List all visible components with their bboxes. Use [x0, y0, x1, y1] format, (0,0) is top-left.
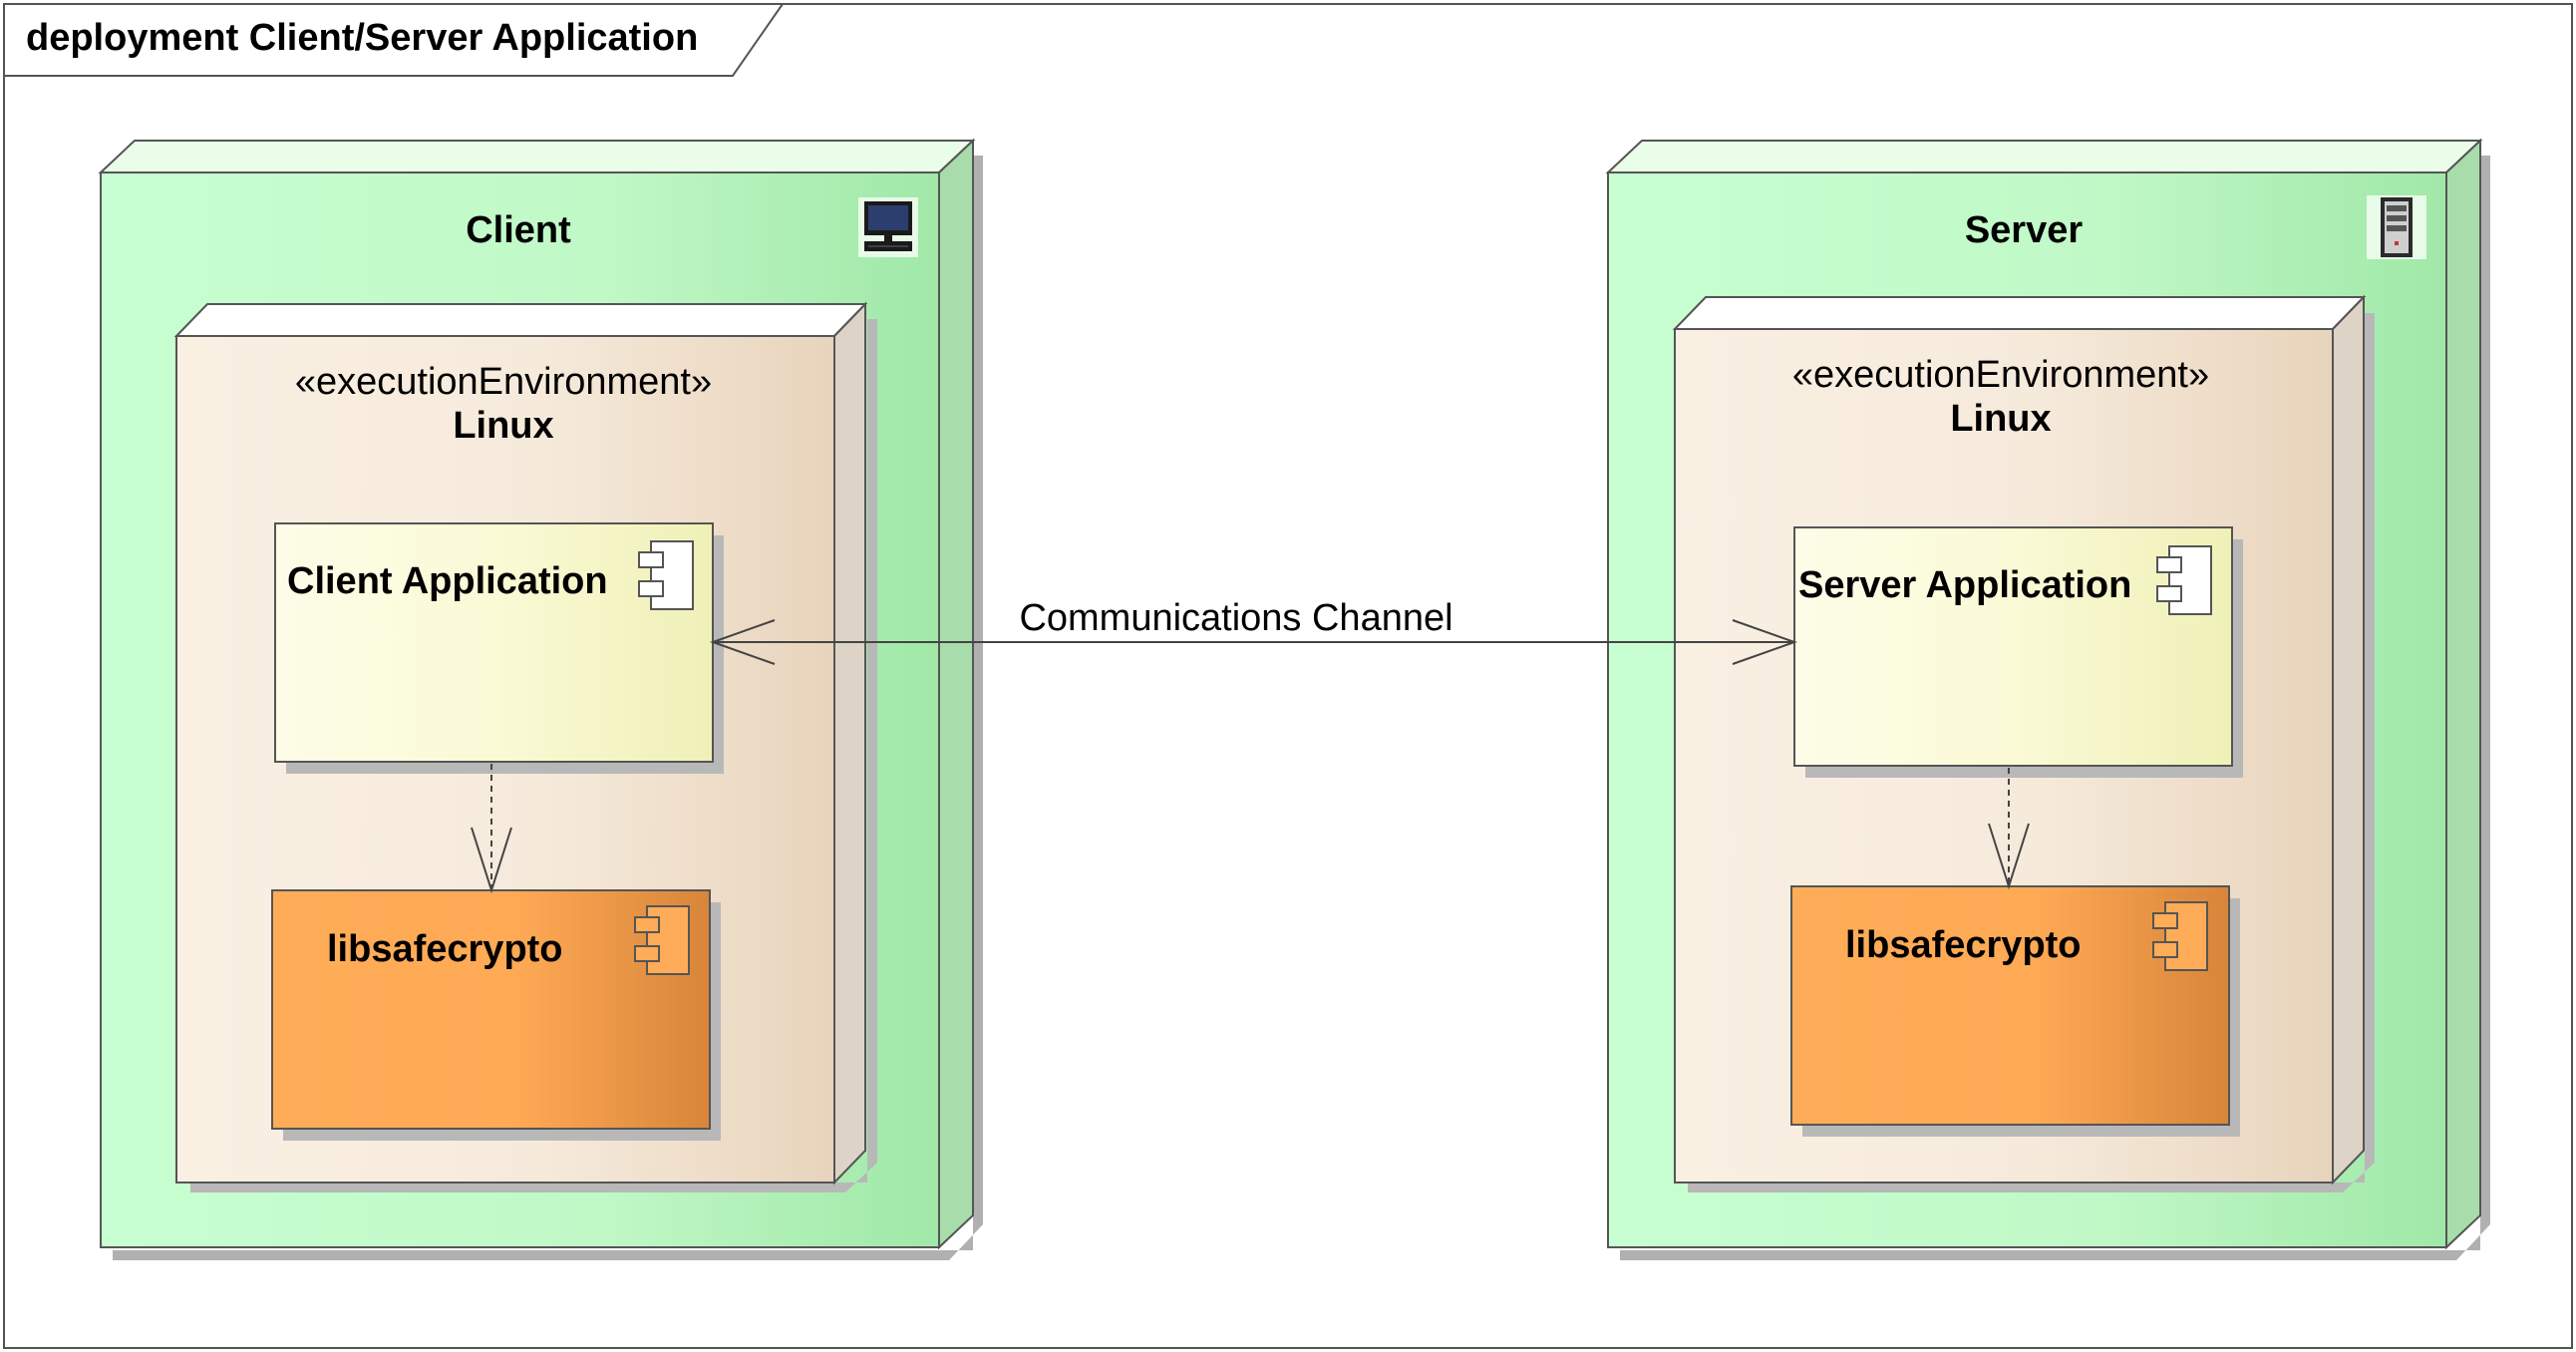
- server-node-name: Server: [1965, 209, 2084, 251]
- client-application-component[interactable]: Client Application: [274, 522, 724, 774]
- server-env-name: Linux: [1950, 398, 2051, 440]
- server-icon: [2367, 195, 2426, 259]
- client-dependency-arrow: [471, 764, 512, 894]
- component-icon: [634, 905, 690, 975]
- component-icon: [638, 540, 694, 610]
- client-application-label: Client Application: [287, 560, 608, 602]
- component-icon: [2156, 545, 2212, 615]
- server-env-stereotype: «executionEnvironment»: [1792, 354, 2209, 396]
- computer-icon: [858, 197, 918, 257]
- server-libsafecrypto-component[interactable]: libsafecrypto: [1790, 885, 2240, 1137]
- communications-channel-connector[interactable]: Communications Channel: [710, 597, 1797, 665]
- component-icon: [2152, 901, 2208, 971]
- server-libsafecrypto-label: libsafecrypto: [1845, 924, 2082, 966]
- frame-title: deployment Client/Server Application: [26, 17, 698, 59]
- client-libsafecrypto-label: libsafecrypto: [327, 928, 563, 970]
- client-node-name: Client: [466, 209, 571, 251]
- communications-channel-label: Communications Channel: [1019, 597, 1452, 639]
- server-application-label: Server Application: [1798, 564, 2131, 606]
- server-dependency-arrow: [1988, 768, 2030, 890]
- server-application-component[interactable]: Server Application: [1793, 526, 2243, 778]
- client-env-name: Linux: [453, 405, 553, 447]
- client-libsafecrypto-component[interactable]: libsafecrypto: [271, 889, 721, 1141]
- client-env-stereotype: «executionEnvironment»: [295, 361, 712, 403]
